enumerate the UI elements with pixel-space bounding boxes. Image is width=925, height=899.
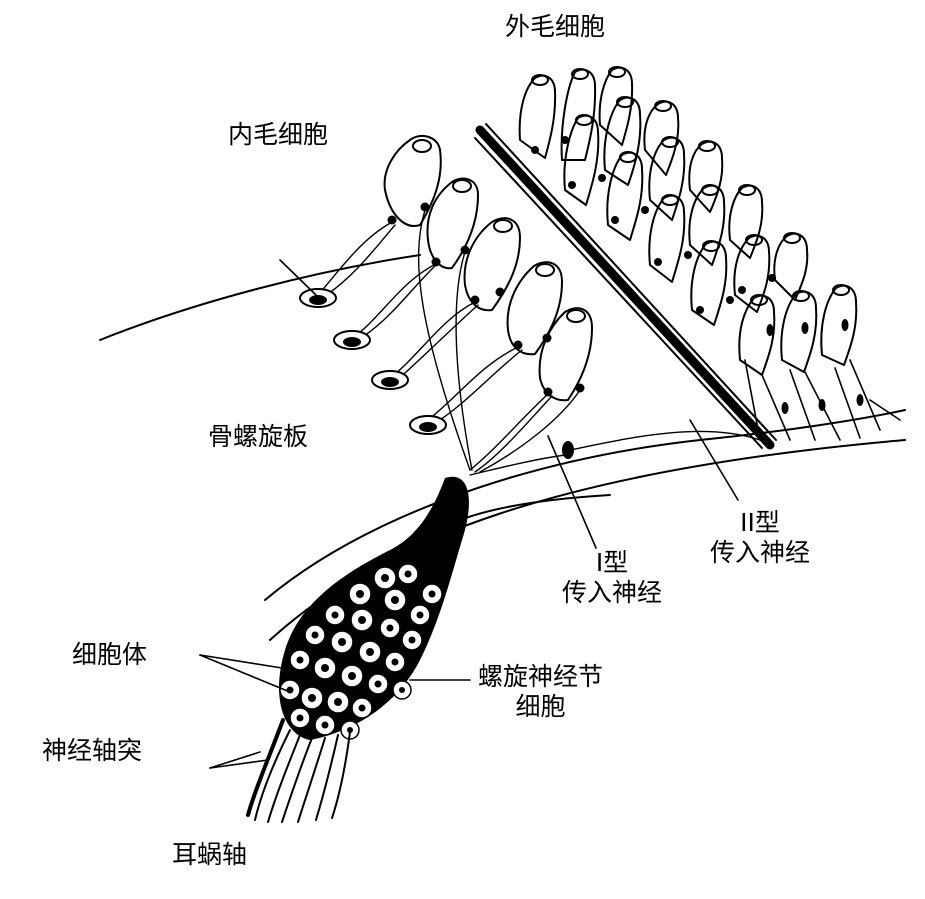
label-osseous-spiral-lamina: 骨螺旋板 <box>208 422 309 451</box>
label-spiral-ganglion-line1: 螺旋神经节 <box>478 662 604 691</box>
inner-hair-cell <box>383 134 442 227</box>
nerve-terminals <box>387 136 864 459</box>
leader-lines <box>199 259 739 769</box>
outer-hair-cells <box>518 66 858 376</box>
label-outer-hair-cells: 外毛细胞 <box>505 12 606 41</box>
label-inner-hair-cells: 内毛细胞 <box>228 120 329 149</box>
label-type-i-afferent: I型 传入神经 <box>562 548 662 608</box>
inner-hair-cell <box>463 217 521 312</box>
nerve-axons <box>246 718 351 823</box>
label-nerve-axon: 神经轴突 <box>42 736 143 765</box>
label-modiolus: 耳蜗轴 <box>172 840 248 869</box>
ganglion-cell-bodies <box>279 563 443 740</box>
label-type-ii-afferent: II型 传入神经 <box>710 508 810 568</box>
label-type-i-line1: I型 <box>595 548 629 577</box>
label-type-ii-line1: II型 <box>740 508 780 537</box>
label-type-ii-line2: 传入神经 <box>710 538 811 567</box>
inner-hair-cells <box>383 134 593 402</box>
label-spiral-ganglion-cells: 螺旋神经节 细胞 <box>478 662 603 722</box>
afferent-fibers <box>317 209 761 476</box>
label-spiral-ganglion-line2: 细胞 <box>515 692 566 721</box>
inner-hair-cell <box>426 177 479 270</box>
habenula-openings <box>299 288 447 435</box>
inner-hair-cell <box>538 307 593 402</box>
inner-hair-cell <box>506 261 563 356</box>
label-cell-body: 细胞体 <box>72 640 148 669</box>
label-type-i-line2: 传入神经 <box>562 578 663 607</box>
type-ii-afferent-bundle <box>474 123 777 450</box>
